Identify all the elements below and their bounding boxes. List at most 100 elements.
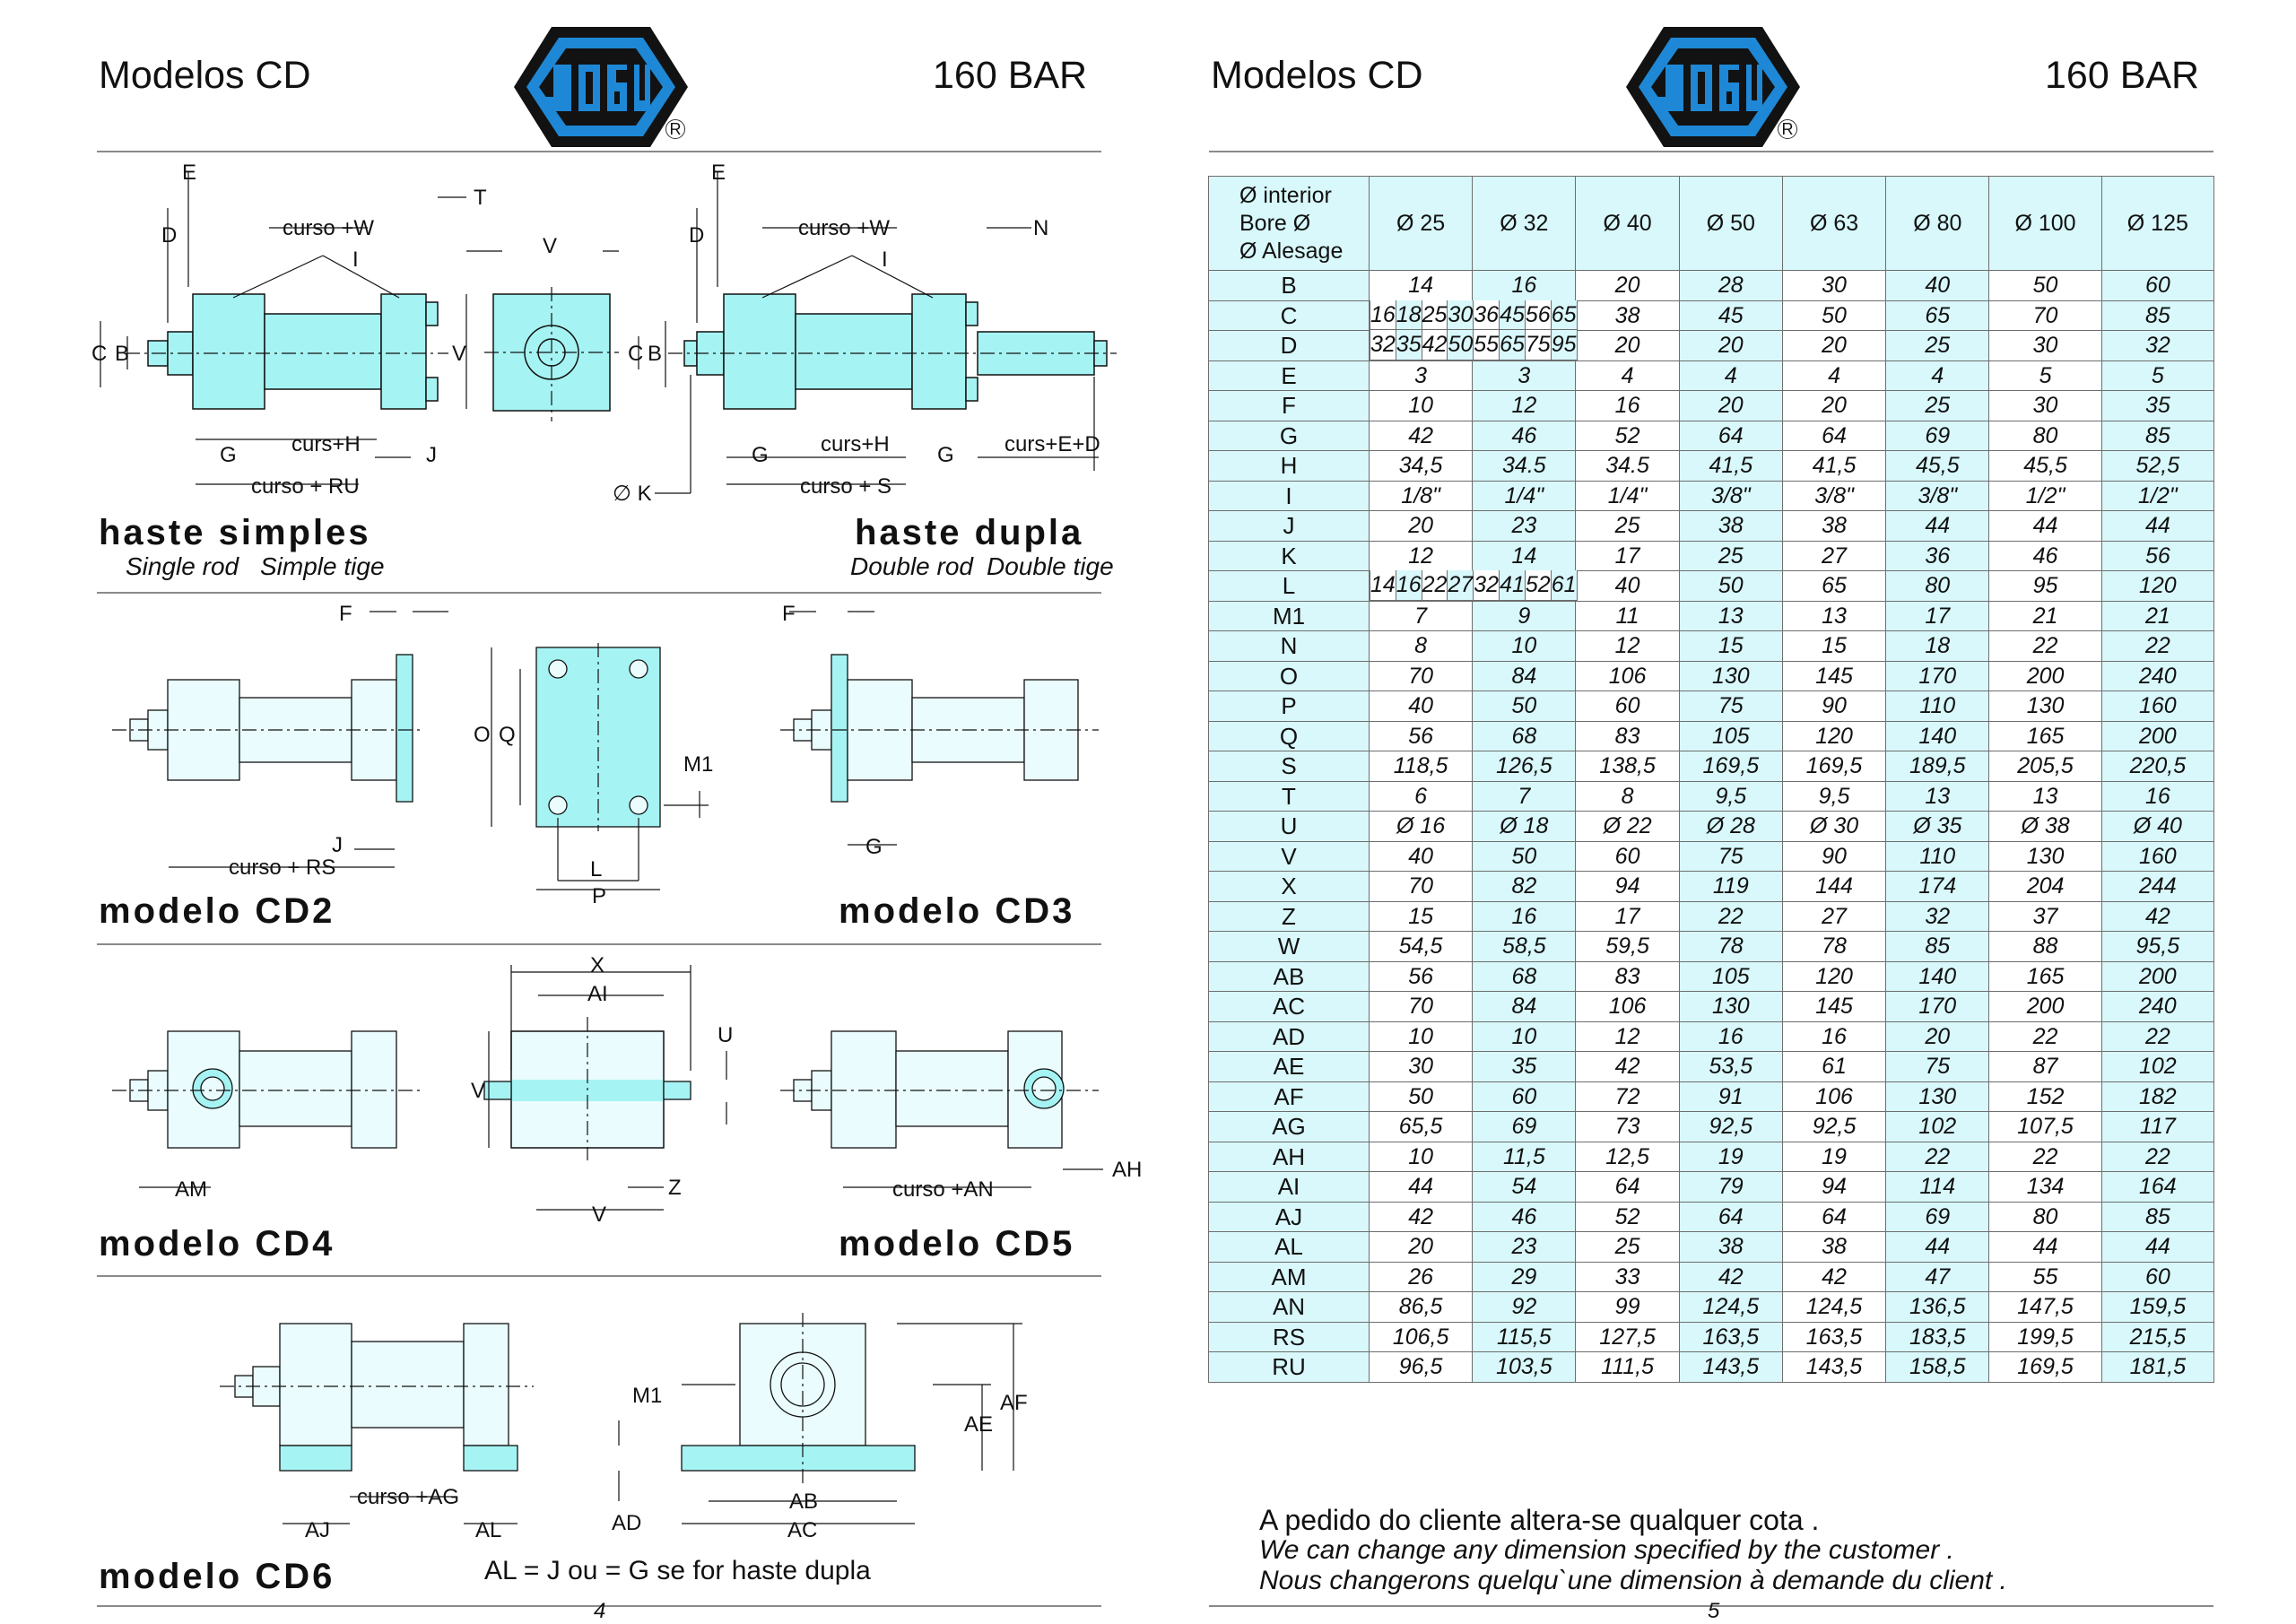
value-cell: 85 [2100, 1201, 2215, 1232]
value-cell: 12 [1575, 630, 1680, 662]
row-label: AC [1208, 991, 1370, 1022]
bore-col-header: Ø 125 [2100, 176, 2215, 271]
value-cell: 124,5 [1678, 1291, 1783, 1323]
value-cell: 32 [1473, 570, 1500, 601]
value-cell: 12 [1472, 390, 1577, 421]
value-cell: 90 [1781, 840, 1887, 872]
row-label: S [1208, 751, 1370, 782]
dim-c-double: C [628, 342, 643, 366]
caption-haste-simples: haste simples [99, 513, 371, 552]
dim-curso-w: curso +W [283, 216, 374, 240]
value-cell: 56 [1524, 300, 1552, 330]
value-cell: 13 [1988, 780, 2102, 812]
row-label: AD [1208, 1020, 1370, 1052]
dim-curs-h-double: curs+H [821, 432, 890, 456]
dim-curso-ru: curso + RU [251, 474, 360, 499]
value-cell: 22 [1678, 900, 1783, 932]
value-cell: 29 [1472, 1261, 1577, 1292]
value-cell: 164 [2100, 1171, 2215, 1203]
value-cell: 64 [1678, 420, 1783, 451]
dim-k: ∅ K [613, 482, 652, 506]
value-cell: 127,5 [1575, 1321, 1680, 1352]
value-cell: 60 [1575, 690, 1680, 722]
value-cell: 103,5 [1472, 1351, 1577, 1383]
value-cell: 1/2" [1988, 480, 2102, 511]
dim-v-top: V [543, 234, 557, 258]
value-cell: 120 [1781, 720, 1887, 751]
dim-e-double: E [711, 161, 726, 185]
row-label: J [1208, 510, 1370, 542]
value-cell: Ø 35 [1885, 811, 1990, 842]
dim-b-double: B [648, 342, 662, 366]
value-cell: 46 [1988, 540, 2102, 570]
value-cell: 34.5 [1575, 450, 1680, 482]
value-cell: 50 [1368, 1081, 1474, 1112]
value-cell: 220,5 [2100, 751, 2215, 782]
value-cell: 10 [1368, 1141, 1474, 1172]
value-cell: Ø 38 [1988, 811, 2102, 842]
value-cell: 20 [1885, 1020, 1990, 1052]
dim-e: E [182, 161, 196, 185]
value-cell: Ø 22 [1575, 811, 1680, 842]
value-cell: 60 [1575, 840, 1680, 872]
value-cell: 69 [1885, 420, 1990, 451]
sub-simple-tige: Simple tige [260, 552, 385, 580]
value-cell: 4 [1575, 360, 1680, 391]
value-cell: 64 [1678, 1201, 1783, 1232]
value-cell: 22 [1421, 570, 1448, 601]
value-cell: 75 [1678, 840, 1783, 872]
value-cell: 3 [1368, 360, 1474, 391]
row-label: U [1208, 811, 1370, 842]
value-cell: 136,5 [1885, 1291, 1990, 1323]
caption-cd6: modelo CD6 [99, 1557, 335, 1596]
value-cell: 52 [1575, 1201, 1680, 1232]
value-cell: 16 [1370, 300, 1396, 330]
value-cell: 61 [1781, 1051, 1887, 1082]
dim-p: P [592, 884, 606, 908]
value-cell: 134 [1988, 1171, 2102, 1203]
dim-m1-cd6: M1 [632, 1384, 662, 1408]
value-cell: 15 [1368, 900, 1474, 932]
value-cell: 44 [1988, 1231, 2102, 1263]
value-cell: 80 [1885, 570, 1990, 602]
value-cell: 52,5 [2100, 450, 2215, 482]
value-cell: 16 [1781, 1020, 1887, 1052]
header-rule [97, 151, 1101, 152]
row-label: Q [1208, 720, 1370, 751]
dim-ah: AH [1112, 1158, 1142, 1182]
value-cell: 90 [1781, 690, 1887, 722]
value-cell: 45 [1499, 300, 1526, 330]
note-pt: A pedido do cliente altera-se qualquer c… [1259, 1504, 1820, 1536]
value-cell: 45 [1678, 300, 1783, 330]
row-label: AF [1208, 1081, 1370, 1112]
row-label: AN [1208, 1291, 1370, 1323]
value-cell: 83 [1575, 720, 1680, 751]
value-cell: 102 [1885, 1111, 1990, 1142]
registered-mark: R [665, 119, 685, 139]
value-cell: 200 [2100, 960, 2215, 992]
value-cell: 41,5 [1781, 450, 1887, 482]
value-cell: 47 [1885, 1261, 1990, 1292]
dim-curso-ag: curso +AG [357, 1485, 459, 1509]
row-label: G [1208, 420, 1370, 451]
dim-v-cd4: V [471, 1079, 485, 1103]
value-cell: 40 [1575, 570, 1680, 602]
value-cell: 102 [2100, 1051, 2215, 1082]
value-cell: 22 [1885, 1141, 1990, 1172]
value-cell: 45,5 [1885, 450, 1990, 482]
pressure-rating: 160 BAR [2045, 54, 2200, 97]
dim-d: D [161, 223, 177, 248]
value-cell: 10 [1368, 390, 1474, 421]
dim-g-cd3: G [865, 835, 883, 859]
value-cell: 80 [1988, 1201, 2102, 1232]
dim-i-double: I [882, 248, 888, 272]
value-cell: 27 [1781, 540, 1887, 570]
value-cell: 124,5 [1781, 1291, 1887, 1323]
value-cell: 114 [1885, 1171, 1990, 1203]
row-label: F [1208, 390, 1370, 421]
